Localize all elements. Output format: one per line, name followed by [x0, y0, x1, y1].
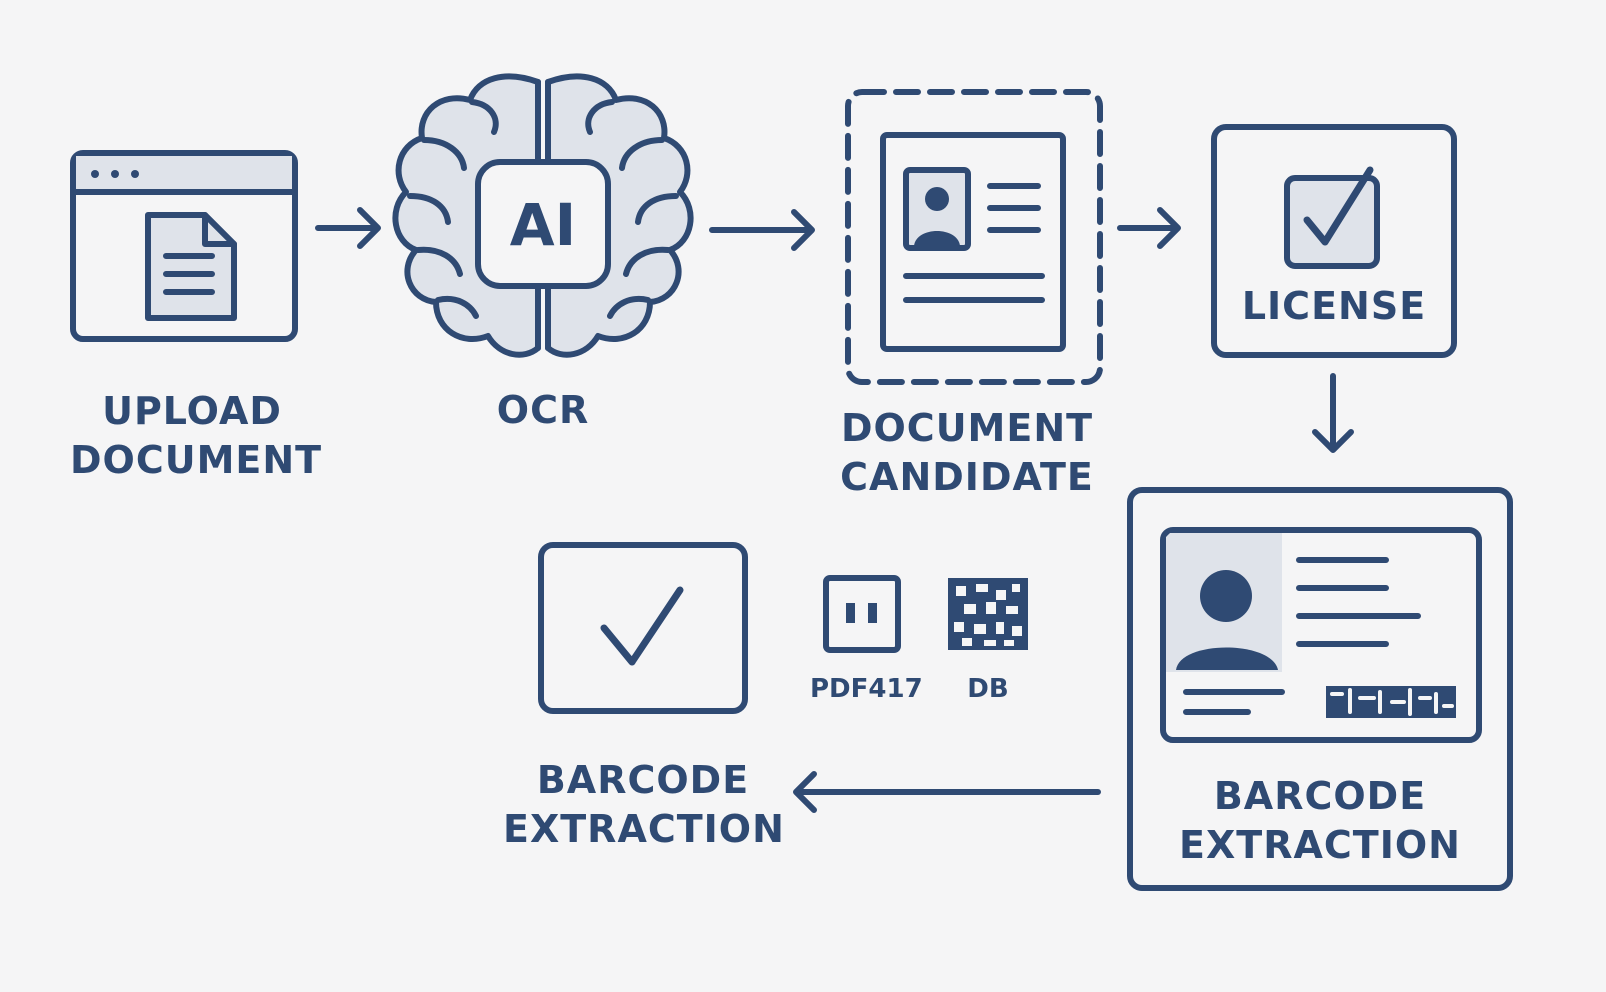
- license-label: LICENSE: [1241, 284, 1427, 328]
- arrow-ocr-to-candidate: [709, 209, 815, 251]
- browser-document-icon: [70, 150, 298, 342]
- arrow-license-to-card: [1312, 373, 1354, 453]
- arrow-candidate-to-license: [1117, 207, 1181, 249]
- barcode-card-label-line1: BARCODE: [1213, 774, 1427, 818]
- brain-icon: [392, 73, 694, 358]
- document-candidate-label: DOCUMENT CANDIDATE: [836, 404, 1098, 502]
- candidate-label-line1: DOCUMENT: [840, 406, 1094, 450]
- id-card-icon: [1127, 487, 1513, 891]
- checkmark-icon: [538, 542, 748, 714]
- result-label-line1: BARCODE: [536, 758, 750, 802]
- pdf417-label: PDF417: [810, 674, 923, 704]
- candidate-label-line2: CANDIDATE: [840, 455, 1094, 499]
- result-label: BARCODE EXTRACTION: [503, 756, 785, 854]
- upload-label-line1: UPLOAD: [102, 389, 282, 433]
- ocr-label: OCR: [496, 388, 590, 432]
- checkbox-icon: [1211, 124, 1457, 358]
- db-label: DB: [967, 674, 1009, 704]
- arrow-card-to-result: [793, 771, 1101, 813]
- upload-label-line2: DOCUMENT: [70, 438, 323, 482]
- barcode-card-label: BARCODE EXTRACTION: [1150, 772, 1490, 870]
- arrow-upload-to-ocr: [315, 207, 381, 249]
- barcode-card-label-line2: EXTRACTION: [1179, 823, 1461, 867]
- ai-chip-text: AI: [509, 191, 577, 259]
- id-document-icon: [845, 89, 1103, 385]
- result-label-line2: EXTRACTION: [503, 807, 785, 851]
- upload-document-label: UPLOAD DOCUMENT: [70, 387, 323, 485]
- pdf417-icon: [823, 575, 901, 653]
- datamatrix-icon: [948, 578, 1028, 650]
